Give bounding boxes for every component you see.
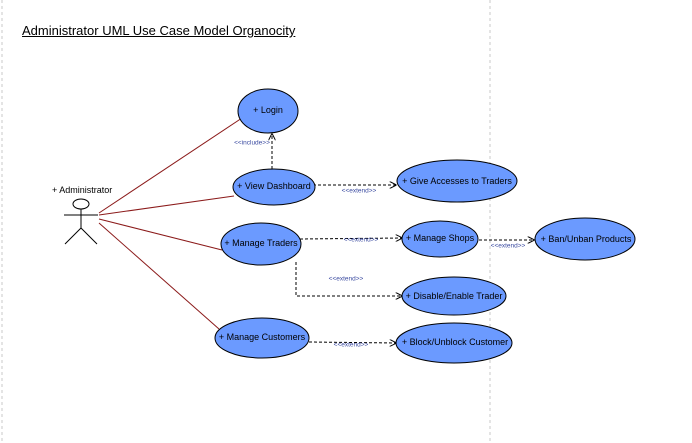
use-case-give-accesses-label: + Give Accesses to Traders	[402, 176, 512, 186]
extend-arrow-manage-shops	[299, 238, 402, 239]
use-case-block-unblock-customer-shape[interactable]	[395, 322, 513, 364]
use-case-view-dashboard-shape[interactable]	[232, 168, 316, 206]
use-case-ban-unban-products-label: + Ban/Unban Products	[540, 234, 632, 244]
extend-arrow-block-unblock	[308, 342, 396, 343]
extend-stereotype-give-accesses: <<extend>>	[341, 187, 377, 195]
diagram-title: Administrator UML Use Case Model Organoc…	[22, 23, 296, 38]
use-case-give-accesses-shape[interactable]	[396, 159, 518, 203]
use-case-login-shape[interactable]	[237, 88, 299, 134]
use-case-manage-shops-label: + Manage Shops	[405, 233, 475, 243]
actor-left-leg	[64, 227, 82, 245]
extend-stereotype-block-unblock: <<extend>>	[333, 341, 369, 349]
association-view-dashboard	[98, 195, 235, 216]
use-case-login-label: + Login	[253, 105, 283, 115]
use-case-manage-traders-label: + Manage Traders	[224, 238, 298, 248]
use-case-block-unblock-customer-label: + Block/Unblock Customer	[401, 337, 509, 347]
extend-stereotype-disable-enable: <<extend>>	[328, 275, 364, 283]
association-manage-traders	[98, 218, 223, 251]
extend-arrow-disable-enable	[295, 262, 402, 296]
include-stereotype-login: <<include>>	[234, 139, 270, 147]
extend-stereotype-manage-shops: <<extend>>	[343, 236, 379, 244]
actor-right-leg	[80, 227, 98, 245]
actor-label: + Administrator	[52, 185, 113, 195]
use-case-disable-enable-trader-label: + Disable/Enable Trader	[405, 291, 503, 301]
use-case-manage-shops-shape[interactable]	[401, 220, 479, 258]
actor-head	[72, 198, 90, 210]
extend-stereotype-ban-unban: <<extend>>	[490, 242, 526, 250]
use-case-manage-traders-shape[interactable]	[220, 222, 302, 266]
use-case-view-dashboard-label: + View Dashboard	[237, 181, 311, 191]
use-case-manage-customers-label: + Manage Customers	[218, 332, 306, 342]
use-case-manage-customers-shape[interactable]	[214, 317, 310, 359]
association-login	[98, 117, 243, 214]
association-manage-customers	[98, 222, 220, 330]
actor-administrator[interactable]	[64, 198, 98, 245]
use-case-ban-unban-products-shape[interactable]	[534, 217, 636, 261]
use-case-disable-enable-trader-shape[interactable]	[401, 276, 507, 316]
